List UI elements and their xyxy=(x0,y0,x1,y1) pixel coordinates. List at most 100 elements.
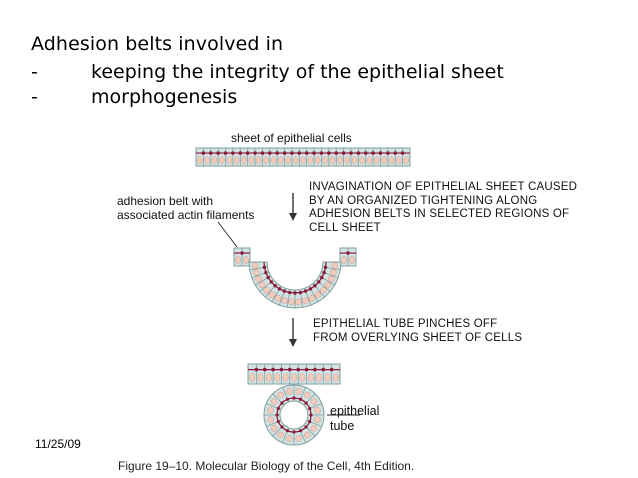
cell-nucleus xyxy=(304,391,311,399)
cell-nucleus xyxy=(320,287,327,294)
cell-nucleus xyxy=(248,156,254,165)
adhesion-junction xyxy=(297,151,302,155)
adhesion-junction xyxy=(273,284,277,288)
cell-nucleus xyxy=(270,156,277,165)
adhesion-junction xyxy=(378,151,383,155)
adhesion-junction xyxy=(280,401,284,405)
adhesion-junction xyxy=(304,367,309,372)
adhesion-junction xyxy=(346,251,350,255)
adhesion-junction xyxy=(287,290,292,295)
figure-caption: Figure 19–10. Molecular Biology of the C… xyxy=(118,459,415,473)
cell-nucleus xyxy=(277,431,284,439)
cell-nucleus xyxy=(337,156,343,165)
cell-nucleus xyxy=(253,269,260,276)
adhesion-junction xyxy=(290,151,294,155)
label-step2-line2: FROM OVERLYING SHEET OF CELLS xyxy=(313,332,523,344)
cell-nucleus xyxy=(307,373,314,382)
cell-nucleus xyxy=(403,156,409,165)
cell-nucleus xyxy=(352,156,358,165)
adhesion-junction xyxy=(386,151,390,155)
adhesion-junction xyxy=(356,151,361,155)
adhesion-junction xyxy=(285,397,290,401)
adhesion-junction xyxy=(313,367,317,372)
cell-nucleus xyxy=(288,298,295,306)
adhesion-junction xyxy=(240,251,244,255)
cell-nucleus xyxy=(366,156,373,165)
adhesion-junction xyxy=(267,151,272,155)
adhesion-junction xyxy=(275,413,279,417)
adhesion-junction xyxy=(276,419,280,424)
adhesion-junction xyxy=(282,151,287,155)
adhesion-junction xyxy=(308,419,312,424)
cell-nucleus xyxy=(255,275,262,283)
adhesion-junction xyxy=(276,406,280,411)
adhesion-junction xyxy=(208,151,213,155)
cell-nucleus xyxy=(388,156,395,165)
cell-nucleus xyxy=(258,281,266,289)
slide-title: Adhesion belts involved in xyxy=(31,33,284,55)
cell-nucleus xyxy=(307,156,313,165)
cell-nucleus xyxy=(315,156,321,165)
cell-nucleus xyxy=(274,295,282,302)
cell-nucleus xyxy=(314,416,321,423)
adhesion-junction xyxy=(317,280,321,284)
cell-nucleus xyxy=(322,156,328,165)
cell-nucleus xyxy=(219,156,225,165)
adhesion-junction xyxy=(262,367,267,372)
cell-nucleus xyxy=(286,435,293,442)
adhesion-junction xyxy=(308,406,312,411)
adhesion-junction xyxy=(253,151,257,155)
adhesion-junction xyxy=(308,287,313,291)
flat-epithelial-sheet xyxy=(195,147,411,167)
cell-nucleus xyxy=(235,256,241,265)
cell-nucleus xyxy=(314,291,322,299)
cell-nucleus xyxy=(197,156,203,165)
cell-nucleus xyxy=(293,156,299,165)
cell-nucleus xyxy=(285,156,291,165)
adhesion-junction xyxy=(245,151,250,155)
cell-nucleus xyxy=(295,435,302,442)
adhesion-junction xyxy=(327,151,331,155)
cell-nucleus xyxy=(329,156,336,165)
invaginated-epithelial-sheet xyxy=(233,247,357,309)
adhesion-junction xyxy=(264,270,268,275)
adhesion-junction xyxy=(321,367,326,372)
cell-nucleus xyxy=(349,256,355,265)
adhesion-junction xyxy=(260,151,265,155)
cell-nucleus xyxy=(300,156,306,165)
cell-nucleus xyxy=(249,373,256,382)
cell-nucleus xyxy=(331,262,339,269)
down-arrow-step1 xyxy=(289,193,297,221)
adhesion-junction xyxy=(280,425,284,429)
adhesion-junction xyxy=(309,413,313,417)
adhesion-junction xyxy=(279,367,284,372)
adhesion-junction xyxy=(304,425,308,429)
cell-nucleus xyxy=(302,297,309,304)
cell-nucleus xyxy=(263,156,269,165)
cell-nucleus xyxy=(291,373,297,382)
cell-nucleus xyxy=(278,156,284,165)
adhesion-junction xyxy=(304,401,308,405)
adhesion-junction xyxy=(400,151,405,155)
label-tube-line2: tube xyxy=(330,419,355,433)
cell-nucleus xyxy=(233,156,240,165)
label-sheet-of-cells: sheet of epithelial cells xyxy=(231,131,352,145)
adhesion-junction xyxy=(238,151,243,155)
adhesion-junction xyxy=(201,151,206,155)
adhesion-junction xyxy=(266,275,270,280)
adhesion-junction xyxy=(322,270,326,275)
adhesion-junction xyxy=(320,275,324,280)
adhesion-junction xyxy=(329,367,334,372)
adhesion-junction xyxy=(216,151,220,155)
adhesion-junction xyxy=(296,367,300,372)
cell-nucleus xyxy=(324,373,331,382)
cell-nucleus xyxy=(256,156,262,165)
cell-nucleus xyxy=(274,373,281,382)
adhesion-junction xyxy=(275,151,279,155)
cell-nucleus xyxy=(270,398,278,405)
adhesion-junction xyxy=(288,367,292,372)
cell-nucleus xyxy=(241,156,247,165)
cell-nucleus xyxy=(304,431,311,439)
label-step1-line3: ADHESION BELTS IN SELECTED REGIONS OF xyxy=(309,208,570,220)
